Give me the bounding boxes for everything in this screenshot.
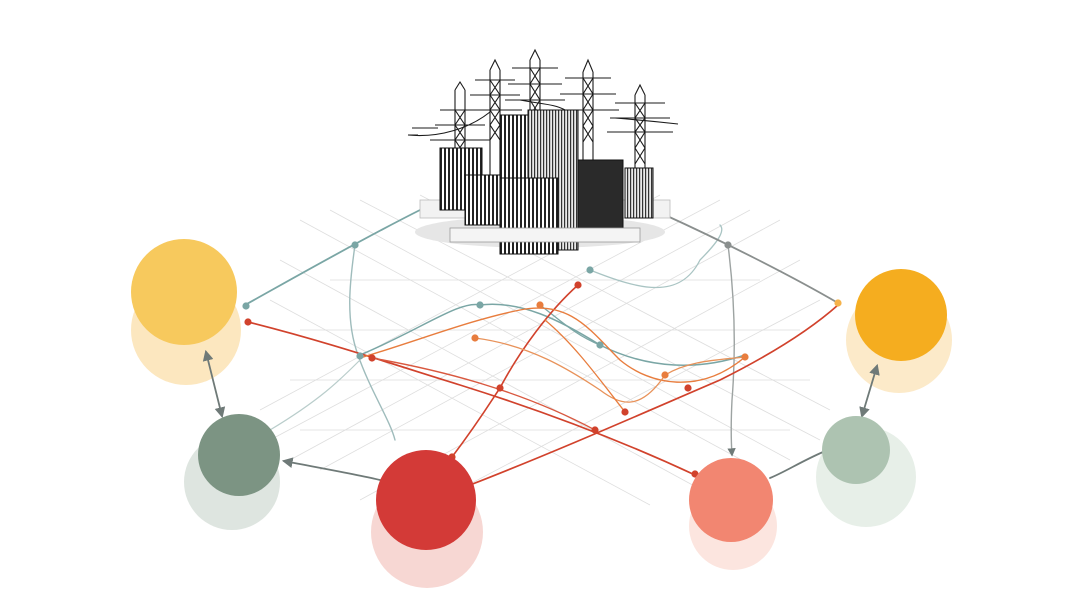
junction-dot (536, 301, 544, 309)
junction-dot (476, 301, 484, 309)
link-orange-c (544, 319, 626, 413)
link-teal-b (539, 304, 601, 346)
junction-dot (496, 384, 504, 392)
junction-dot (621, 408, 629, 416)
link-yellow-to-red-center (247, 321, 696, 476)
junction-dot (596, 341, 604, 349)
link-teal-c (589, 224, 723, 289)
link-hub-to-yellow (244, 209, 421, 306)
link-red-mid-a (371, 357, 596, 431)
node-amber-right (855, 269, 947, 361)
node-yellow-left (131, 239, 237, 345)
junction-dot (351, 241, 359, 249)
junction-dot (242, 302, 250, 310)
junction-dot (684, 384, 692, 392)
power-plant-with-transmission-towers-icon (407, 48, 679, 255)
junction-dot (661, 371, 669, 379)
junction-layer (242, 241, 842, 478)
link-yellow-gray-left (202, 349, 226, 419)
junction-dot (586, 266, 594, 274)
link-gray-left-to-red (281, 457, 381, 481)
node-sage-right (822, 416, 890, 484)
node-gray-left (198, 414, 280, 496)
junction-dot (741, 353, 749, 361)
link-orange-b (474, 337, 746, 403)
junction-dot (834, 299, 842, 307)
link-sage-to-salmon (769, 451, 824, 479)
link-amber-to-sage (859, 363, 880, 419)
node-red-center (376, 450, 476, 550)
junction-dot (244, 318, 252, 326)
link-gray-down (727, 244, 736, 457)
junction-dot (368, 354, 376, 362)
node-salmon-center (689, 458, 773, 542)
link-red-center-to-amber (469, 304, 839, 486)
link-teal-mid (359, 303, 746, 366)
junction-dot (724, 241, 732, 249)
junction-dot (356, 352, 364, 360)
junction-dot (471, 334, 479, 342)
junction-dot (574, 281, 582, 289)
junction-dot (591, 426, 599, 434)
link-hub-to-amber (664, 214, 839, 304)
node-layer (131, 239, 947, 550)
connection-layer (202, 209, 880, 486)
link-teal-gray-left (269, 359, 361, 431)
link-orange-a (359, 307, 746, 383)
